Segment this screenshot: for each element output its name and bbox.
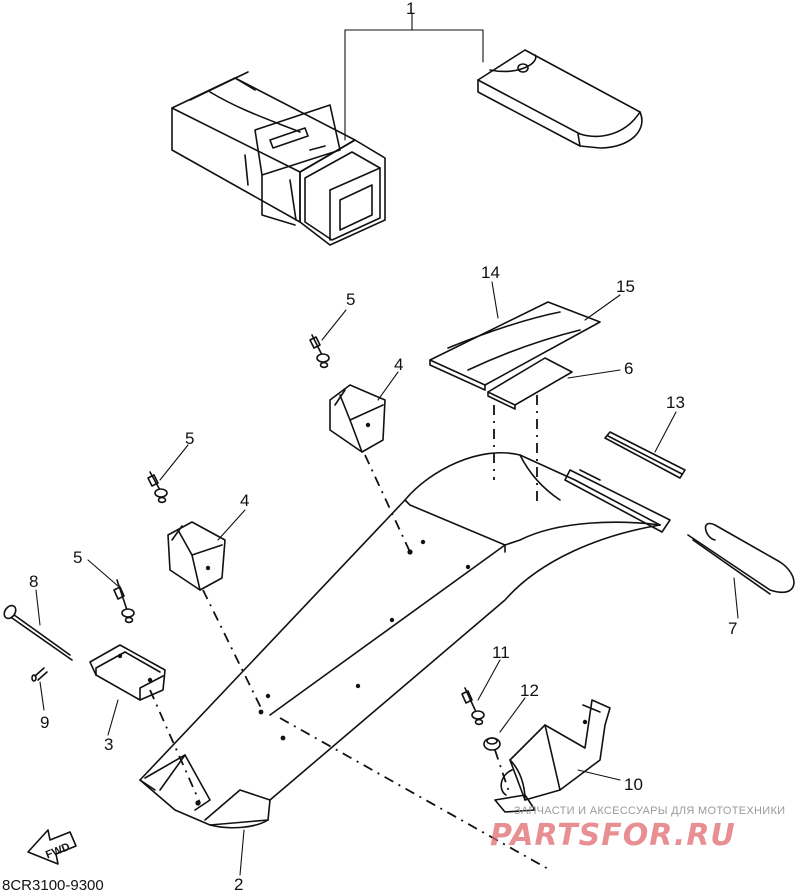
watermark-caption: ЗАПЧАСТИ И АКСЕССУАРЫ ДЛЯ МОТОТЕХНИКИ	[514, 805, 785, 817]
diagram-code: 8CR3100-9300	[2, 877, 104, 894]
part-12-nut	[483, 737, 501, 751]
callout-12: 12	[520, 681, 539, 700]
part-13-strip	[604, 431, 686, 479]
callout-4-lower: 4	[240, 491, 249, 510]
callouts: 1 2 3 4 4 5 5 5 6 7 8 9 10 11 12 13 14 1…	[29, 0, 737, 894]
watermark: ЗАПЧАСТИ И АКСЕССУАРЫ ДЛЯ МОТОТЕХНИКИ PA…	[490, 805, 785, 853]
callout-5-c: 5	[73, 548, 82, 567]
part-11-screw	[461, 687, 485, 726]
callout-4-upper: 4	[394, 355, 403, 374]
callout-3: 3	[104, 735, 113, 754]
part-7-hook	[687, 522, 795, 595]
leader-lines	[35, 281, 739, 876]
callout-15: 15	[616, 277, 635, 296]
callout-8: 8	[29, 572, 38, 591]
callout-5-b: 5	[185, 429, 194, 448]
part-5-screw-a	[309, 334, 330, 369]
part-5-screw-b	[147, 471, 168, 504]
callout-1: 1	[406, 0, 415, 18]
part-4-clip-upper	[329, 384, 386, 453]
callout-11: 11	[492, 643, 510, 662]
part-14-15-pads	[429, 301, 601, 391]
part-3-bracket	[89, 644, 166, 701]
part-8-bolt	[3, 604, 73, 661]
callout-2: 2	[234, 875, 243, 894]
part-9-pin	[31, 667, 48, 682]
part-6-pad	[487, 357, 573, 410]
fwd-arrow-icon: FWD	[27, 829, 77, 865]
callout-10: 10	[624, 775, 643, 794]
callout-13: 13	[666, 393, 685, 412]
part-4-clip-lower	[167, 521, 226, 591]
callout-14: 14	[481, 263, 500, 282]
part-5-screw-c	[113, 579, 135, 624]
callout-6: 6	[624, 359, 633, 378]
callout-9: 9	[40, 713, 49, 732]
part-1-bag	[171, 13, 643, 246]
assembly-lines	[149, 395, 551, 871]
callout-7: 7	[728, 619, 737, 638]
part-10-bracket	[494, 699, 611, 813]
part-2-rear-fender	[139, 451, 671, 829]
watermark-brand: PARTSFOR.RU	[490, 818, 736, 853]
callout-5-a: 5	[346, 290, 355, 309]
